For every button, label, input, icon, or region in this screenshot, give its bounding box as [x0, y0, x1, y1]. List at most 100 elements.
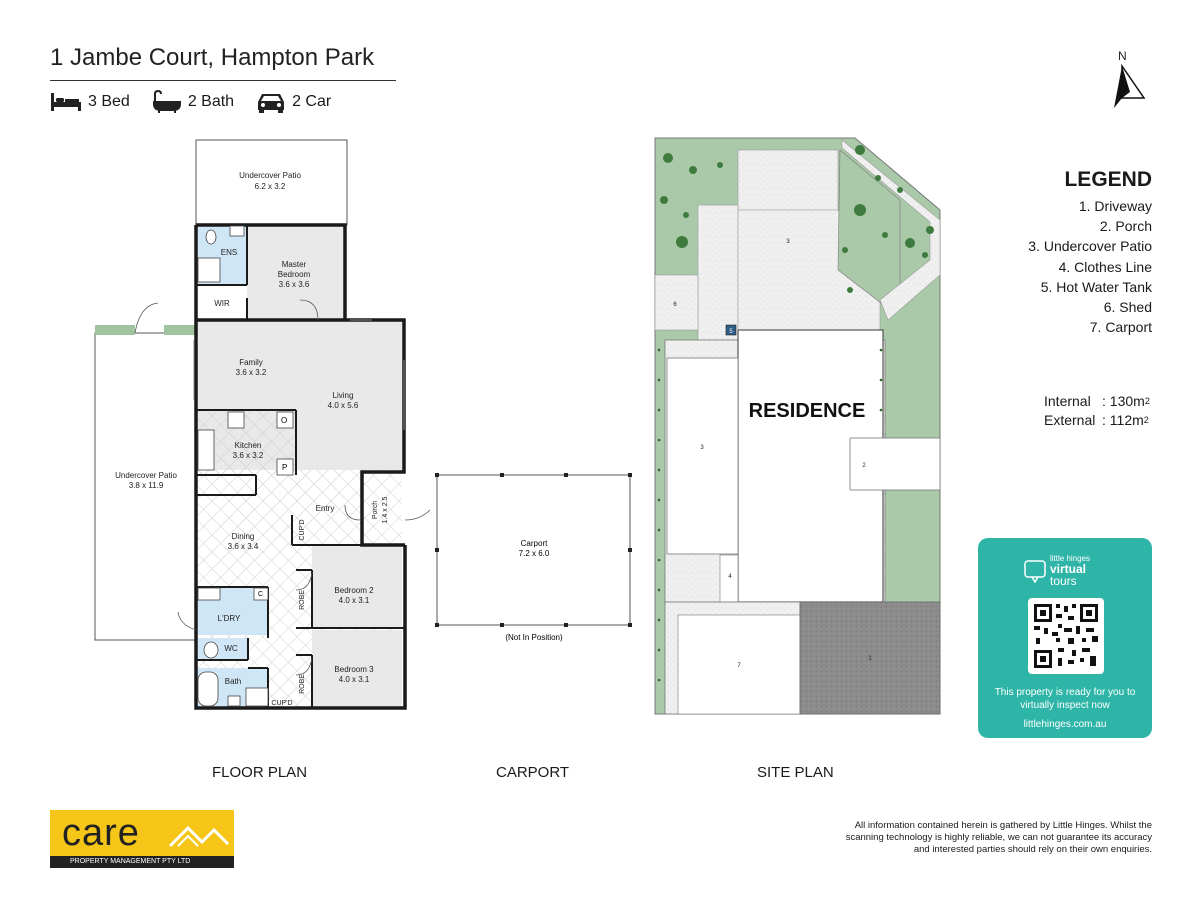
room-name-laundry: L'DRY — [218, 614, 241, 623]
site-carport — [677, 614, 801, 715]
carport-dims: 7.2 x 6.0 — [519, 549, 550, 558]
site-marker-patio-rear: 3 — [786, 239, 790, 245]
car-icon — [258, 94, 285, 113]
legend-item: 1. Driveway — [1078, 198, 1152, 214]
cupboard-label: C — [258, 591, 263, 598]
bath-icon — [152, 90, 181, 113]
room-name-entry: Entry — [316, 504, 335, 513]
room-name-dining: Dining — [232, 532, 255, 541]
tours-text: tours — [1050, 574, 1077, 588]
floor-plan: O P C Undercover Patio 6.2 x 3.2 Master … — [94, 139, 431, 710]
virtual-tours-logo: little hinges virtual tours — [1024, 554, 1090, 587]
pantry-label: P — [282, 463, 287, 472]
room-name-wc: WC — [224, 644, 238, 653]
feature-bed-label: 3 Bed — [88, 93, 130, 110]
site-plan: 3 6 5 3 2 4 7 1 RESIDENCE — [654, 137, 941, 715]
room-name-cupd-bath: CUP'D — [271, 700, 292, 707]
room-name-robe-2: ROBE — [299, 590, 306, 610]
map-pin-icon — [1024, 559, 1046, 583]
room-name-patio-left: Undercover Patio — [115, 471, 177, 480]
site-marker-patio-side: 3 — [700, 445, 704, 451]
virtual-tour-link[interactable]: littlehinges.com.au — [1023, 719, 1107, 730]
room-dims-bedroom2: 4.0 x 3.1 — [339, 596, 370, 605]
room-name-cupd-dining: CUP'D — [299, 519, 306, 540]
room-name-living: Living — [333, 391, 354, 400]
room-dims-family: 3.6 x 3.2 — [236, 368, 267, 377]
site-marker-porch: 2 — [862, 463, 866, 469]
room-name-patio-top: Undercover Patio — [239, 171, 301, 180]
virtual-tour-message: This property is ready for you to virtua… — [994, 687, 1136, 711]
north-arrow-icon: N — [1114, 49, 1146, 108]
legend: LEGEND 1. Driveway 2. Porch 3. Undercove… — [1028, 168, 1152, 337]
area-external-sup: 2 — [1143, 415, 1149, 425]
room-name-master: Master — [282, 260, 307, 269]
planter-right — [164, 325, 196, 335]
carport-section-label: CARPORT — [496, 764, 570, 781]
room-name-wir: WIR — [214, 299, 230, 308]
feature-bed: 3 Bed — [50, 91, 130, 113]
room-name-bedroom3: Bedroom 3 — [334, 665, 374, 674]
area-external-label: External — [1044, 412, 1096, 428]
site-marker-shed: 6 — [673, 302, 677, 308]
little-hinges-text: little hinges — [1050, 554, 1091, 563]
roof-icon — [168, 825, 230, 848]
brand-tagline: PROPERTY MANAGEMENT PTY LTD — [50, 856, 234, 868]
feature-bath: 2 Bath — [152, 90, 234, 114]
site-plan-label: SITE PLAN — [757, 764, 834, 781]
room-name-family: Family — [239, 358, 263, 367]
hot-water-tank — [725, 324, 737, 336]
title-divider — [50, 80, 396, 81]
feature-bath-label: 2 Bath — [187, 93, 235, 110]
legend-item: 6. Shed — [1103, 299, 1152, 316]
area-internal-value: : 130m — [1102, 393, 1145, 409]
carport-note: (Not In Position) — [505, 633, 563, 642]
site-marker-carport: 7 — [737, 663, 741, 669]
legend-item: 4. Clothes Line — [1058, 258, 1152, 275]
room-dims-patio-left: 3.8 x 11.9 — [129, 481, 164, 490]
planter-left — [95, 325, 135, 335]
brand-logo: care PROPERTY MANAGEMENT PTY LTD — [50, 810, 234, 868]
carport-outline — [436, 474, 631, 626]
room-name-bath: Bath — [225, 677, 241, 686]
brand-word: care — [62, 812, 140, 854]
site-marker-driveway: 1 — [868, 656, 872, 662]
room-name-porch: Porch — [372, 501, 379, 519]
legend-title: LEGEND — [1064, 168, 1152, 191]
page-title: 1 Jambe Court, Hampton Park — [50, 44, 375, 71]
floor-plan-label: FLOOR PLAN — [212, 764, 308, 781]
feature-car: 2 Car — [256, 91, 331, 113]
undercover-patio-left — [94, 332, 197, 641]
room-dims-bedroom3: 4.0 x 3.1 — [339, 675, 370, 684]
qr-code-icon[interactable] — [1028, 598, 1104, 674]
area-internal-sup: 2 — [1144, 396, 1150, 406]
room-name-kitchen: Kitchen — [235, 441, 262, 450]
feature-list: 3 Bed 2 Bath 2 Car — [50, 90, 331, 114]
site-marker-hot-water: 5 — [729, 329, 733, 335]
legend-item: 2. Porch — [1099, 218, 1152, 235]
room-dims-patio-top: 6.2 x 3.2 — [255, 182, 286, 191]
room-dims-dining: 3.6 x 3.4 — [228, 542, 259, 551]
room-name-ens: ENS — [221, 248, 237, 257]
room-dims-living: 4.0 x 5.6 — [328, 401, 359, 410]
site-marker-clothes-line: 4 — [728, 574, 732, 580]
room-dims-kitchen: 3.6 x 3.2 — [233, 451, 264, 460]
virtual-tour-card[interactable]: little hinges virtual tours This propert… — [978, 538, 1152, 738]
room-dims-master: 3.6 x 3.6 — [279, 280, 310, 289]
area-external-value: : 112m — [1102, 412, 1144, 428]
room-name-master-2: Bedroom — [278, 270, 311, 279]
legend-item: 5. Hot Water Tank — [1040, 278, 1152, 295]
north-label: N — [1118, 49, 1127, 63]
carport-plan: Carport 7.2 x 6.0 (Not In Position) — [435, 473, 632, 642]
bed-icon — [51, 93, 81, 111]
legend-item: 7. Carport — [1089, 319, 1152, 336]
room-name-robe-3: ROBE — [299, 674, 306, 694]
area-internal-label: Internal — [1044, 393, 1091, 409]
oven-label: O — [281, 416, 287, 425]
disclaimer: All information contained herein is gath… — [845, 820, 1152, 855]
room-dims-porch: 1.4 x 2.5 — [382, 496, 389, 523]
room-name-bedroom2: Bedroom 2 — [334, 586, 374, 595]
